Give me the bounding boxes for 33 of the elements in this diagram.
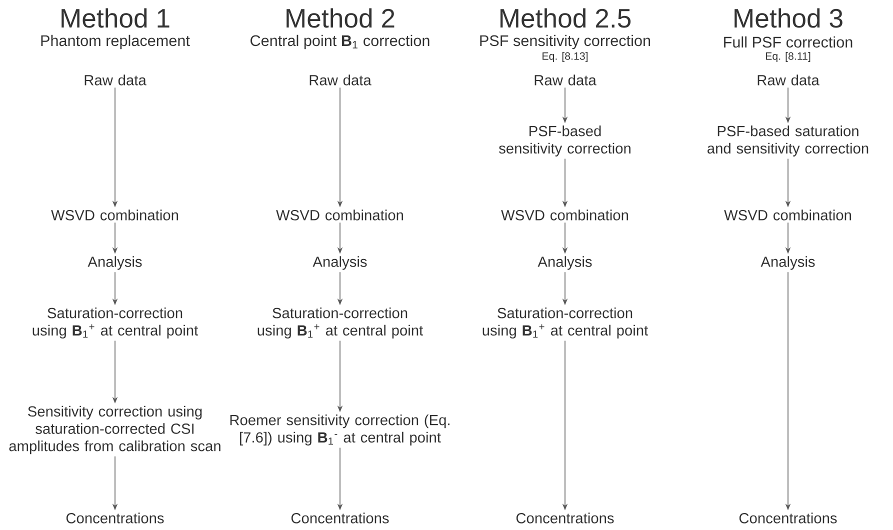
method-subtitle: PSF sensitivity correction [480,34,650,50]
step-text: WSVD combination [276,210,403,220]
step-text: Analysis [312,256,367,270]
method-heading: Method 2.5 [500,8,631,28]
step-text: WSVD combination [724,210,851,220]
step-text: PSF-based sensitivity correction [499,126,630,156]
method-heading: Method 1 [62,8,170,28]
method-subtitle: Central point B$_{1}$ correction [250,34,430,50]
step-text: Concentrations [66,512,164,524]
step-text: Analysis [538,256,592,270]
step-text: Roemer sensitivity correction (Eq. [7.6]) using B$_{1}$$^{-}$ at central point [230,414,450,446]
step-text: Concentrations [739,512,837,524]
method-heading: Method 3 [734,8,842,28]
step-text: Concentrations [291,512,389,524]
method-heading: Method 2 [286,8,394,28]
step-text: Analysis [88,256,142,270]
method-subtitle: Full PSF correction [724,36,852,48]
step-text: Raw data [534,74,596,86]
step-text: Saturation-correction using B$_{1}$$^{+}$ at central point [258,308,424,338]
step-text: WSVD combination [51,210,178,220]
step-text: Raw data [310,74,372,86]
step-text: Analysis [760,256,815,270]
step-text: Raw data [84,74,146,86]
step-text: Saturation-correction using B$_{1}$$^{+}$ at central point [32,308,198,338]
equation-reference: Eq. [8.13] [542,52,588,62]
step-text: WSVD combination [501,210,628,220]
step-text: Sensitivity correction using saturation-corrected CSI amplitudes from calibration scan [9,406,220,454]
step-text: PSF-based saturation and sensitivity correction [708,126,868,156]
equation-reference: Eq. [8.11] [766,52,810,62]
step-text: Raw data [758,74,820,86]
method-subtitle: Phantom replacement [41,34,190,50]
step-text: Saturation-correction using B$_{1}$$^{+}$ at central point [482,308,648,338]
step-text: Concentrations [516,512,614,524]
